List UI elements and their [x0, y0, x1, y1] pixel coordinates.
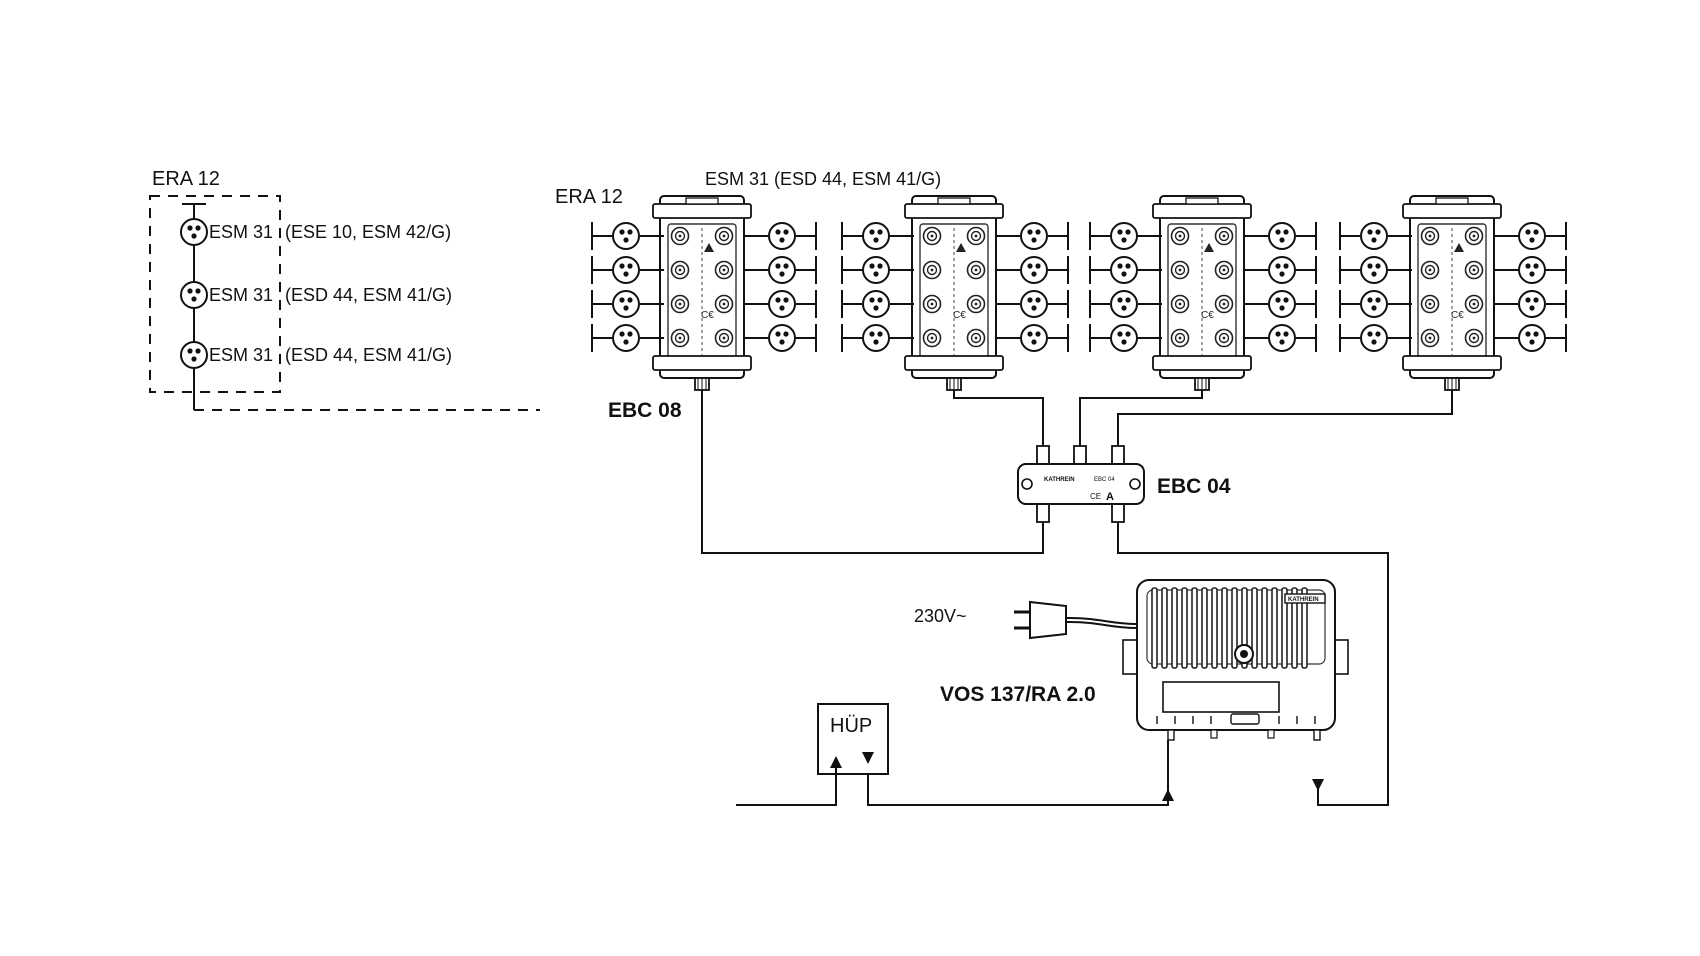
left-outlet-model-3: ESM 31 [209, 345, 273, 365]
left-outlet-variants-1: (ESE 10, ESM 42/G) [285, 222, 451, 242]
right-outlet-label: ESM 31 (ESD 44, ESM 41/G) [705, 169, 941, 189]
amplifier-input-arrow [1162, 789, 1174, 801]
distributor-label: EBC 08 [608, 399, 682, 422]
amplifier-output-arrow [1312, 779, 1324, 791]
splitter-model-print: EBC 04 [1094, 477, 1115, 483]
left-outlet-socket-1 [180, 218, 208, 246]
splitter-to-amplifier-wire [1117, 522, 1389, 806]
distributor-wiring [701, 390, 1453, 554]
power-plug [1014, 600, 1138, 640]
splitter-ce-mark: CE [1090, 492, 1101, 501]
left-outlet-model-2: ESM 31 [209, 285, 273, 305]
left-era12-group: ERA 12 ESM 31 (ESE 10, ESM 42/G) ESM 31 … [149, 168, 540, 411]
power-label: 230V~ [914, 606, 967, 626]
left-outlet-variants-3: (ESD 44, ESM 41/G) [285, 345, 452, 365]
distributor-3 [1090, 196, 1316, 390]
distributor-4 [1340, 196, 1566, 390]
hup-label: HÜP [830, 715, 872, 737]
splitter-class-mark: A [1106, 491, 1114, 503]
amplifier-brand: KATHREIN [1288, 597, 1319, 603]
left-group-title: ERA 12 [152, 168, 220, 190]
left-outlet-variants-2: (ESD 44, ESM 41/G) [285, 285, 452, 305]
left-outlet-model-1: ESM 31 [209, 222, 273, 242]
hup-to-amplifier-wire [867, 740, 1169, 806]
splitter-ebc04: KATHREIN EBC 04 CE A [1017, 445, 1145, 523]
amplifier-vos137: KATHREIN [1122, 579, 1349, 741]
distributor-1 [592, 196, 816, 390]
amplifier-label: VOS 137/RA 2.0 [940, 683, 1096, 706]
splitter-brand: KATHREIN [1044, 477, 1075, 483]
splitter-label: EBC 04 [1157, 475, 1231, 498]
hup-box: HÜP [736, 703, 889, 806]
distributor-2 [842, 196, 1068, 390]
left-outlet-socket-2 [180, 281, 208, 309]
left-outlet-socket-3 [180, 341, 208, 369]
right-group-title: ERA 12 [555, 186, 623, 208]
